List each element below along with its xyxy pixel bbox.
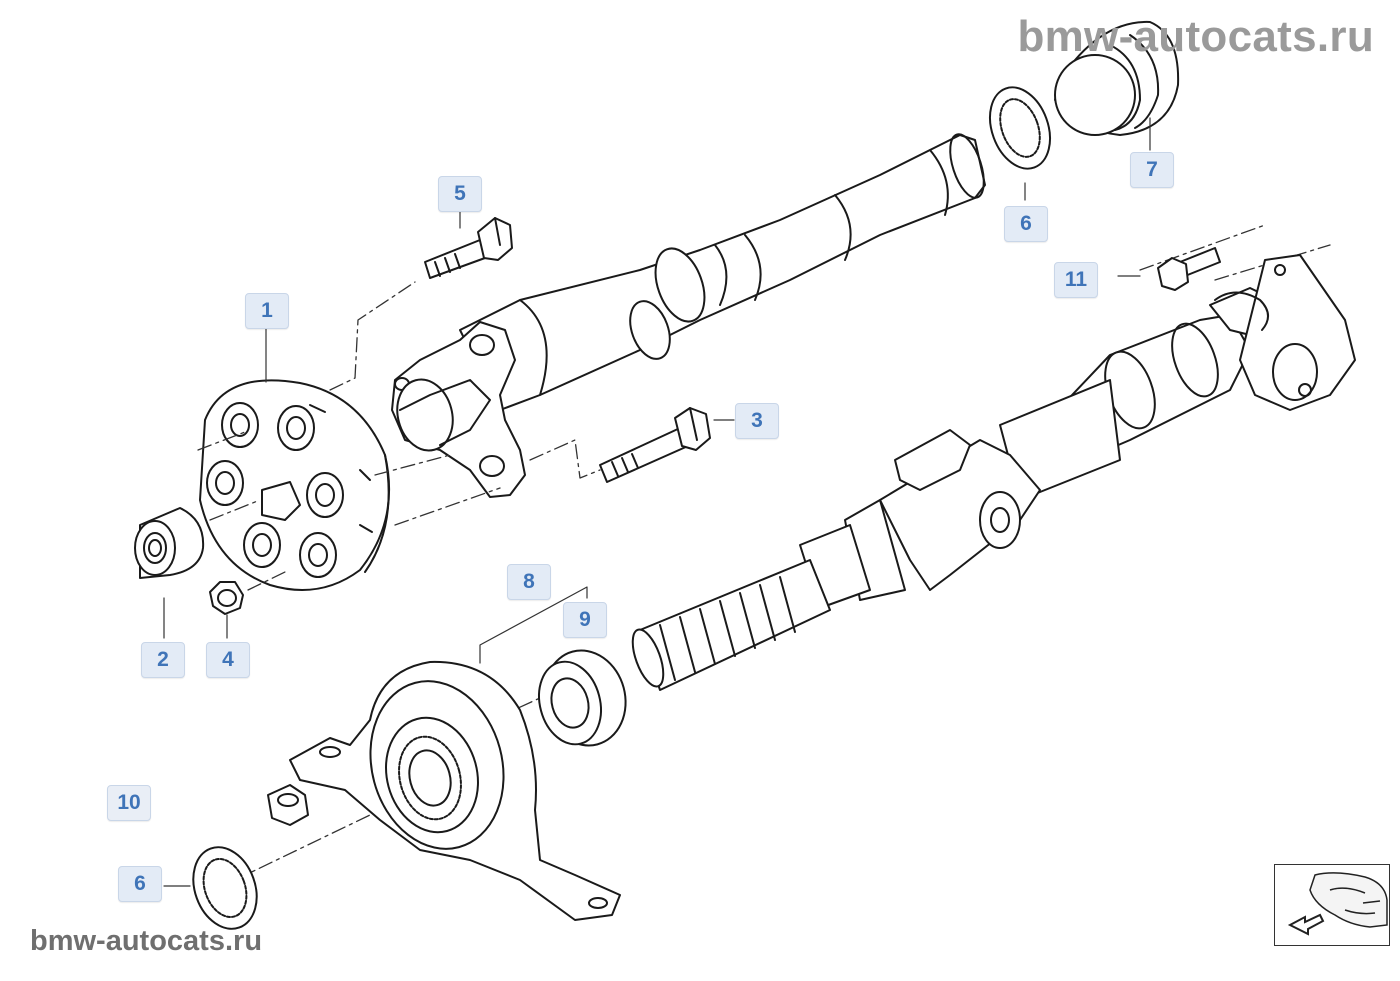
callout-8[interactable]: 8 [507,564,551,600]
spacer-ring-6-top [989,86,1051,170]
bolt-11 [1157,247,1221,291]
flex-disc-joint [199,379,391,591]
callout-2[interactable]: 2 [141,642,185,678]
ball-bearing-9 [538,649,627,747]
watermark-top: bmw-autocats.ru [1017,12,1374,61]
collar-nut-10 [267,784,309,826]
callout-leaders [163,117,1151,887]
callout-7[interactable]: 7 [1130,152,1174,188]
callout-3[interactable]: 3 [735,403,779,439]
bolt-5 [424,217,513,279]
front-driveshaft [631,254,1356,691]
rear-shaft-flange [391,321,526,498]
callout-5[interactable]: 5 [438,176,482,212]
assembly-axis-lines [197,224,1331,881]
vehicle-location-arrow-icon [1287,872,1388,936]
centering-sleeve [134,507,205,579]
callout-11[interactable]: 11 [1054,262,1098,298]
bolt-3 [599,407,711,483]
callout-1[interactable]: 1 [245,293,289,329]
callout-9[interactable]: 9 [563,602,607,638]
callout-10[interactable]: 10 [107,785,151,821]
callout-6-bottom[interactable]: 6 [118,866,162,902]
callout-6-top[interactable]: 6 [1004,206,1048,242]
rear-driveshaft-tube [459,133,986,411]
callout-4[interactable]: 4 [206,642,250,678]
vehicle-location-thumbnail[interactable] [1274,864,1390,946]
spacer-ring-6-bottom [192,846,258,930]
watermark-bottom: bmw-autocats.ru [30,925,263,957]
dust-boot-7 [1054,20,1180,136]
center-bearing-bracket [289,660,621,921]
hex-nut-4 [209,581,244,615]
